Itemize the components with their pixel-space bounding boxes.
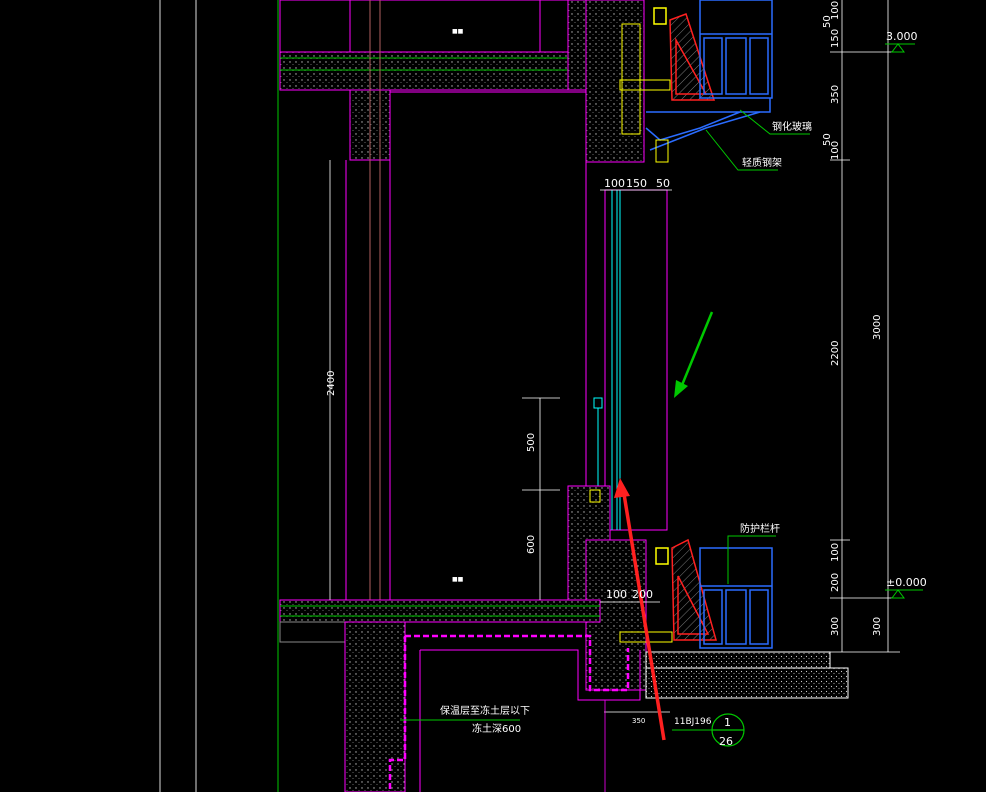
window-frame <box>593 189 668 531</box>
facade-column-top <box>585 0 645 163</box>
green-arrow <box>674 311 714 398</box>
callout-insulation-line1: 保温层至冻土层以下 <box>440 704 530 717</box>
detail-reference-bubble <box>672 713 745 747</box>
dim-h-100-bottom: 100 <box>606 588 627 601</box>
right-dimension-text: 50 100 150 350 50 100 3000 2200 100 200 … <box>326 1 883 636</box>
horizontal-dimension-text: 100 150 50 100 200 <box>604 177 670 601</box>
elevation-markers <box>885 43 923 599</box>
insulation-layer <box>388 634 641 792</box>
red-arrow <box>614 478 666 741</box>
upper-room <box>279 0 569 53</box>
dim-2200: 2200 <box>830 341 841 366</box>
dim-h-100-top: 100 <box>604 177 625 190</box>
dim-350: 350 <box>830 85 841 104</box>
room-tag-upper: ■■ <box>452 28 464 35</box>
callout-leaders <box>400 109 810 721</box>
main-room-outline <box>345 91 587 601</box>
callout-tempered-glass: 钢化玻璃 <box>772 120 812 133</box>
dim-h-200-bottom: 200 <box>632 588 653 601</box>
upper-floor-slab <box>279 51 601 161</box>
dim-50-top: 50 <box>822 15 833 28</box>
dimension-lines-right <box>830 0 900 653</box>
dim-h-50-top: 50 <box>656 177 670 190</box>
dim-100-bottom: 100 <box>830 543 841 562</box>
callout-light-steel-frame: 轻质钢架 <box>742 156 782 169</box>
elevation-ground-label: ±0.000 <box>886 576 927 589</box>
callout-insulation-line2: 冻土深600 <box>472 722 521 735</box>
dim-300-bottom: 300 <box>830 617 841 636</box>
dim-600: 600 <box>526 535 537 554</box>
dim-300-right: 300 <box>872 617 883 636</box>
left-border-lines <box>159 0 197 792</box>
dim-50-mid: 50 <box>822 133 833 146</box>
ground <box>645 651 849 699</box>
dim-footing-350: 350 <box>632 717 645 725</box>
dim-2400: 2400 <box>326 371 337 396</box>
dim-500: 500 <box>526 433 537 452</box>
dim-150-top: 150 <box>830 29 841 48</box>
detail-ref-standard: 11BJ196 <box>674 717 712 727</box>
detail-ref-sheet: 26 <box>719 735 733 748</box>
lower-floor-slab <box>279 599 601 792</box>
canopy-bottom <box>619 538 773 649</box>
dim-h-150-top: 150 <box>626 177 647 190</box>
dim-200-bottom: 200 <box>830 573 841 592</box>
dimension-lines-left <box>329 160 672 792</box>
room-tag-lower: ■■ <box>452 576 464 583</box>
dim-100-top: 100 <box>830 1 841 20</box>
dim-3000: 3000 <box>872 315 883 340</box>
detail-ref-number: 1 <box>724 716 731 729</box>
dim-100-mid: 100 <box>830 141 841 160</box>
canopy-top <box>619 0 773 163</box>
callout-guard-rail: 防护栏杆 <box>740 522 780 535</box>
column-lines <box>369 0 381 600</box>
elevation-top-label: 3.000 <box>886 30 918 43</box>
